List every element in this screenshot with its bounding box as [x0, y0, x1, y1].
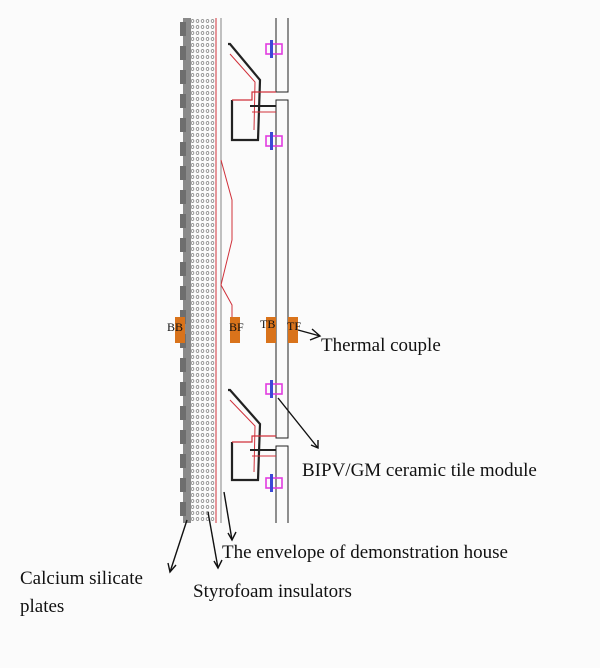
sensor-tb: TB: [260, 317, 276, 343]
envelope-wall: [215, 18, 222, 523]
annotation-arrows: [167, 328, 322, 574]
plate-segment: [180, 142, 186, 156]
sensor-bb-label: BB: [167, 320, 183, 334]
clip-icon: [265, 380, 283, 398]
plate-segment: [180, 406, 186, 420]
sensor-bf-label: BF: [229, 320, 244, 334]
tile-module-panels: [275, 18, 289, 523]
plate-segment: [180, 382, 186, 396]
lower-bracket: [228, 388, 276, 482]
plate-segment: [180, 22, 186, 36]
plate-segment: [180, 190, 186, 204]
plate-segment: [180, 430, 186, 444]
sensor-bb: BB: [167, 317, 185, 343]
clip-icon: [265, 40, 283, 58]
plate-segment: [180, 262, 186, 276]
plate-segment: [180, 70, 186, 84]
mounting-clips: [265, 40, 283, 492]
styrofoam-insulation: [191, 18, 216, 523]
thermal-couple-label: Thermal couple: [321, 335, 441, 356]
sensor-bf: BF: [229, 317, 244, 343]
plate-segment: [180, 118, 186, 132]
plate-segment: [180, 502, 186, 516]
calcium-silicate-label: Calcium silicate: [20, 568, 143, 589]
styrofoam-arrow: [207, 511, 219, 569]
calcium-silicate-label-line2: plates: [20, 596, 64, 617]
calcium-arrow: [169, 519, 188, 573]
plate-bumps: [180, 22, 186, 516]
envelope-arrowhead: [227, 531, 237, 542]
thermal-couple-arrowhead: [309, 328, 322, 341]
sensor-tf-label: TF: [287, 319, 301, 333]
envelope-arrow: [223, 491, 233, 541]
thermal-couple-arrow: [297, 329, 321, 337]
module-arrow: [277, 397, 319, 449]
envelope-label: The envelope of demonstration house: [222, 542, 508, 563]
module-label: BIPV/GM ceramic tile module: [302, 460, 537, 481]
clip-icon: [265, 474, 283, 492]
clip-icon: [265, 132, 283, 150]
plate-segment: [180, 166, 186, 180]
calcium-silicate-plates: [180, 18, 191, 523]
plate-segment: [180, 238, 186, 252]
plate-segment: [180, 358, 186, 372]
plate-segment: [180, 286, 186, 300]
plate-segment: [180, 46, 186, 60]
plate-segment: [180, 214, 186, 228]
plate-segment: [180, 478, 186, 492]
module-arrowhead: [310, 440, 319, 450]
plate-segment: [180, 454, 186, 468]
plate-segment: [180, 94, 186, 108]
sensor-tf: TF: [287, 317, 301, 343]
wall-tie-line: [220, 159, 233, 335]
styrofoam-label: Styrofoam insulators: [193, 581, 352, 602]
sensor-tb-label: TB: [260, 317, 275, 331]
upper-bracket: [228, 42, 276, 142]
calcium-arrowhead: [167, 562, 177, 574]
styrofoam-arrowhead: [213, 559, 223, 570]
